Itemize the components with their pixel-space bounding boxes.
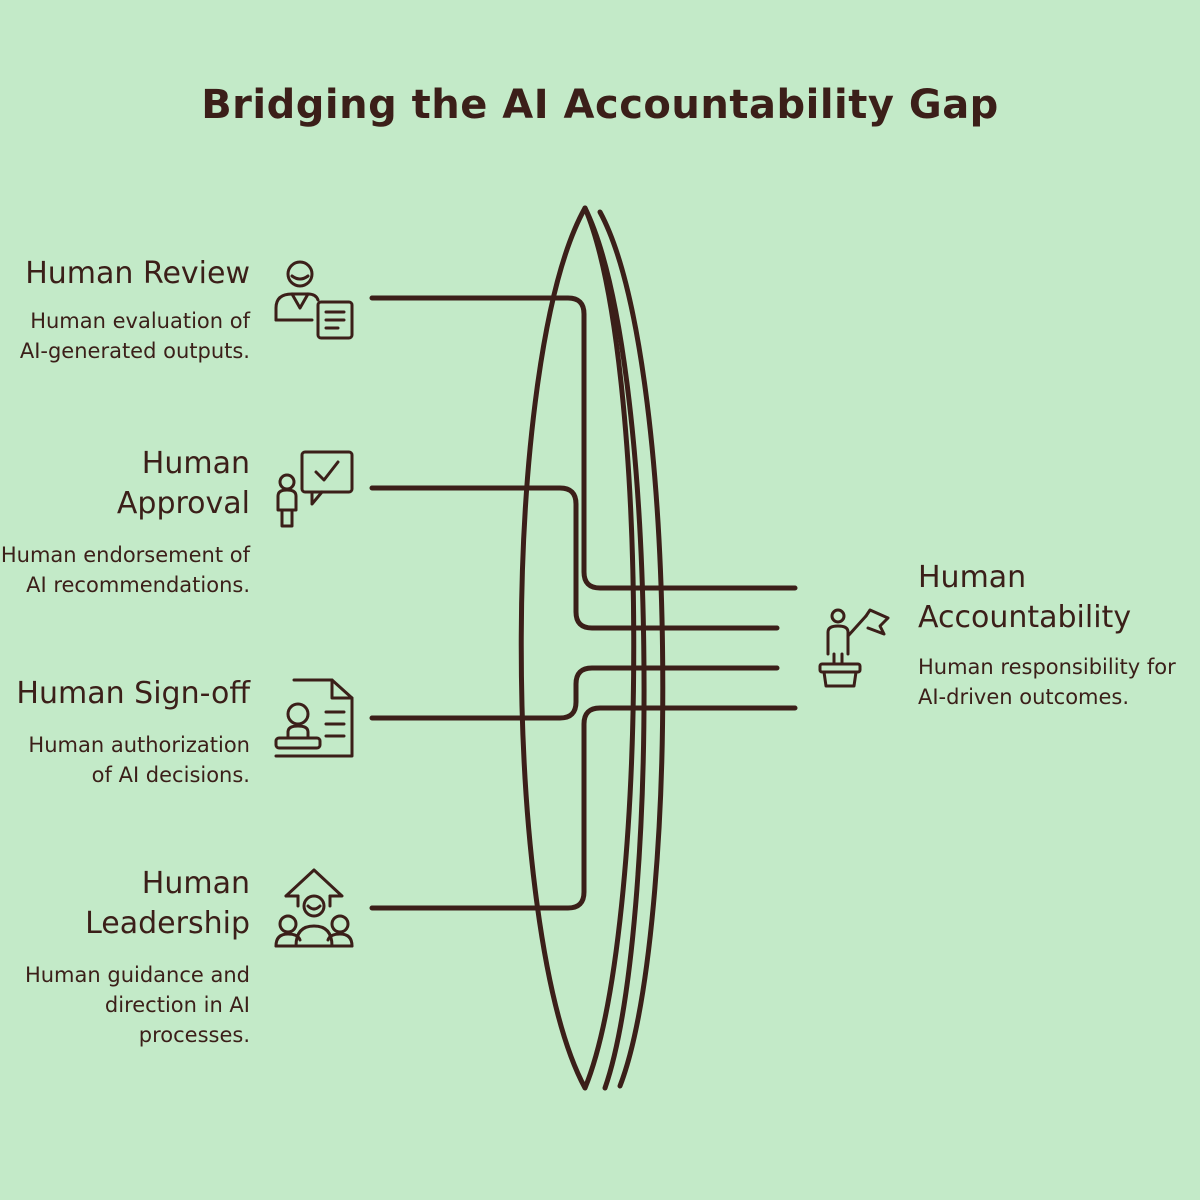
input-heading-signoff: Human Sign-off — [16, 676, 250, 711]
input-description-review: Human evaluation of AI-generated outputs… — [19, 309, 250, 363]
connector-approval — [369, 485, 780, 631]
output-block: Human Accountability Human responsibilit… — [918, 558, 1188, 712]
connector-leadership — [369, 705, 798, 911]
bridge-lens-inner — [582, 205, 647, 1091]
input-block-review: Human Review Human evaluation of AI-gene… — [0, 254, 250, 366]
input-block-approval: Human Approval Human endorsement of AI r… — [1, 444, 250, 600]
output-heading: Human Accountability — [918, 560, 1132, 635]
output-description: Human responsibility for AI-driven outco… — [918, 655, 1176, 709]
input-description-signoff: Human authorization of AI decisions. — [28, 733, 250, 787]
input-heading-review: Human Review — [25, 256, 250, 291]
stamp-document-icon — [274, 678, 354, 758]
person-flag-podium-icon — [818, 608, 890, 688]
bridge-lens-outer — [597, 209, 666, 1089]
connector-review — [369, 295, 798, 591]
input-heading-approval: Human Approval — [116, 446, 250, 521]
input-block-signoff: Human Sign-off Human authorization of AI… — [0, 674, 250, 790]
leader-group-icon — [274, 868, 354, 948]
person-document-icon — [274, 260, 354, 340]
input-block-leadership: Human Leadership Human guidance and dire… — [25, 864, 250, 1050]
connector-signoff — [369, 665, 780, 721]
bridge-lens — [518, 205, 637, 1091]
diagram-title: Bridging the AI Accountability Gap — [201, 82, 999, 128]
input-description-approval: Human endorsement of AI recommendations. — [0, 543, 250, 597]
person-checkmark-bubble-icon — [276, 450, 354, 528]
input-description-leadership: Human guidance and direction in AI proce… — [24, 963, 250, 1047]
input-heading-leadership: Human Leadership — [85, 866, 250, 941]
